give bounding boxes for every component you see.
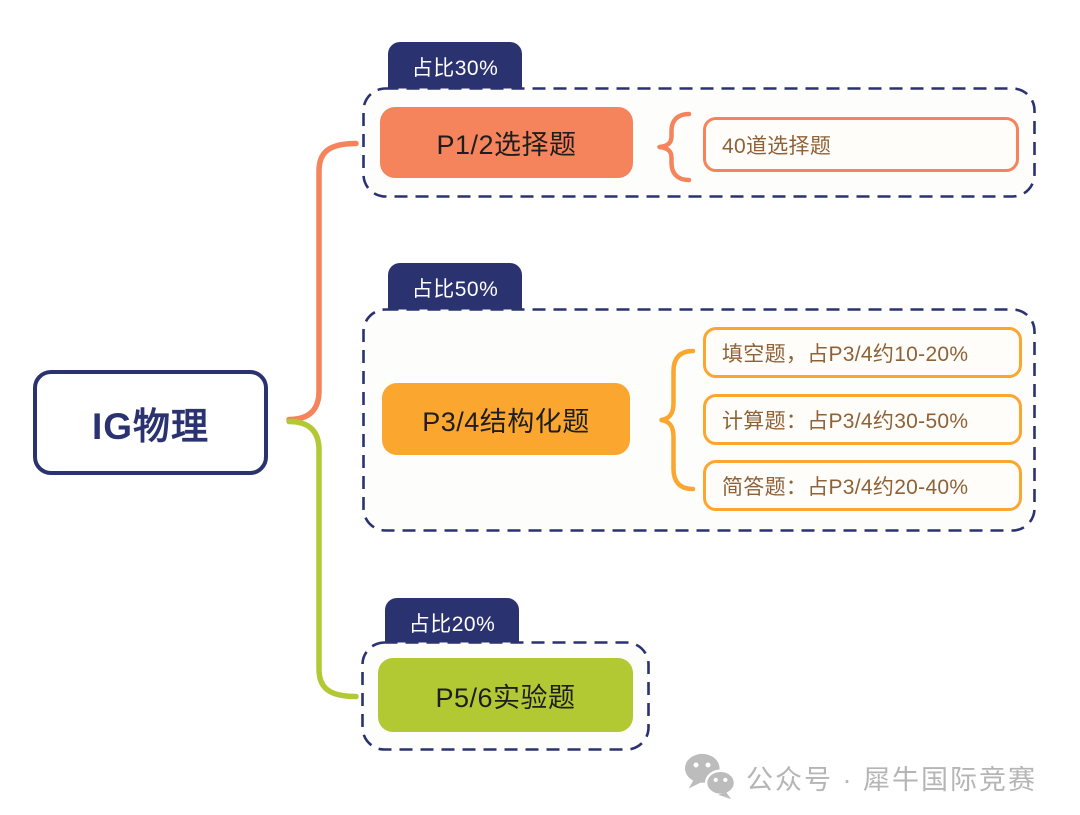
brace-p12 — [657, 111, 692, 183]
child-p34-calculation-label: 计算题：占P3/4约30-50% — [722, 409, 969, 433]
badge-p12-weight: 占比30% — [388, 42, 522, 102]
child-p34-fill-blank: 填空题，占P3/4约10-20% — [703, 327, 1022, 378]
connector-root-to-p12 — [286, 140, 359, 423]
connector-root-to-p56 — [286, 418, 359, 700]
child-p34-fill-blank-label: 填空题，占P3/4约10-20% — [722, 342, 969, 366]
wechat-icon — [684, 753, 736, 800]
child-p34-calculation: 计算题：占P3/4约30-50% — [703, 394, 1022, 445]
watermark: 公众号 · 犀牛国际竞赛 — [682, 752, 1037, 802]
brace-p34 — [659, 348, 696, 492]
badge-p56-weight: 占比20% — [385, 598, 519, 658]
node-p34: P3/4结构化题 — [382, 383, 630, 455]
child-p34-short-answer-label: 简答题：占P3/4约20-40% — [722, 475, 969, 499]
child-p34-short-answer: 简答题：占P3/4约20-40% — [703, 460, 1022, 511]
child-p12-mcq-label: 40道选择题 — [722, 134, 832, 158]
child-p12-mcq: 40道选择题 — [703, 117, 1019, 172]
watermark-label: 公众号 · 犀牛国际竞赛 — [746, 764, 1037, 795]
root-label: IG物理 — [91, 405, 210, 447]
node-p12: P1/2选择题 — [380, 107, 633, 178]
badge-p34-weight: 占比50% — [388, 263, 522, 323]
node-p34-label: P3/4结构化题 — [422, 406, 590, 437]
root-node: IG物理 — [33, 370, 268, 475]
node-p12-label: P1/2选择题 — [436, 130, 577, 160]
node-p56: P5/6实验题 — [378, 658, 633, 732]
node-p56-label: P5/6实验题 — [435, 682, 576, 713]
